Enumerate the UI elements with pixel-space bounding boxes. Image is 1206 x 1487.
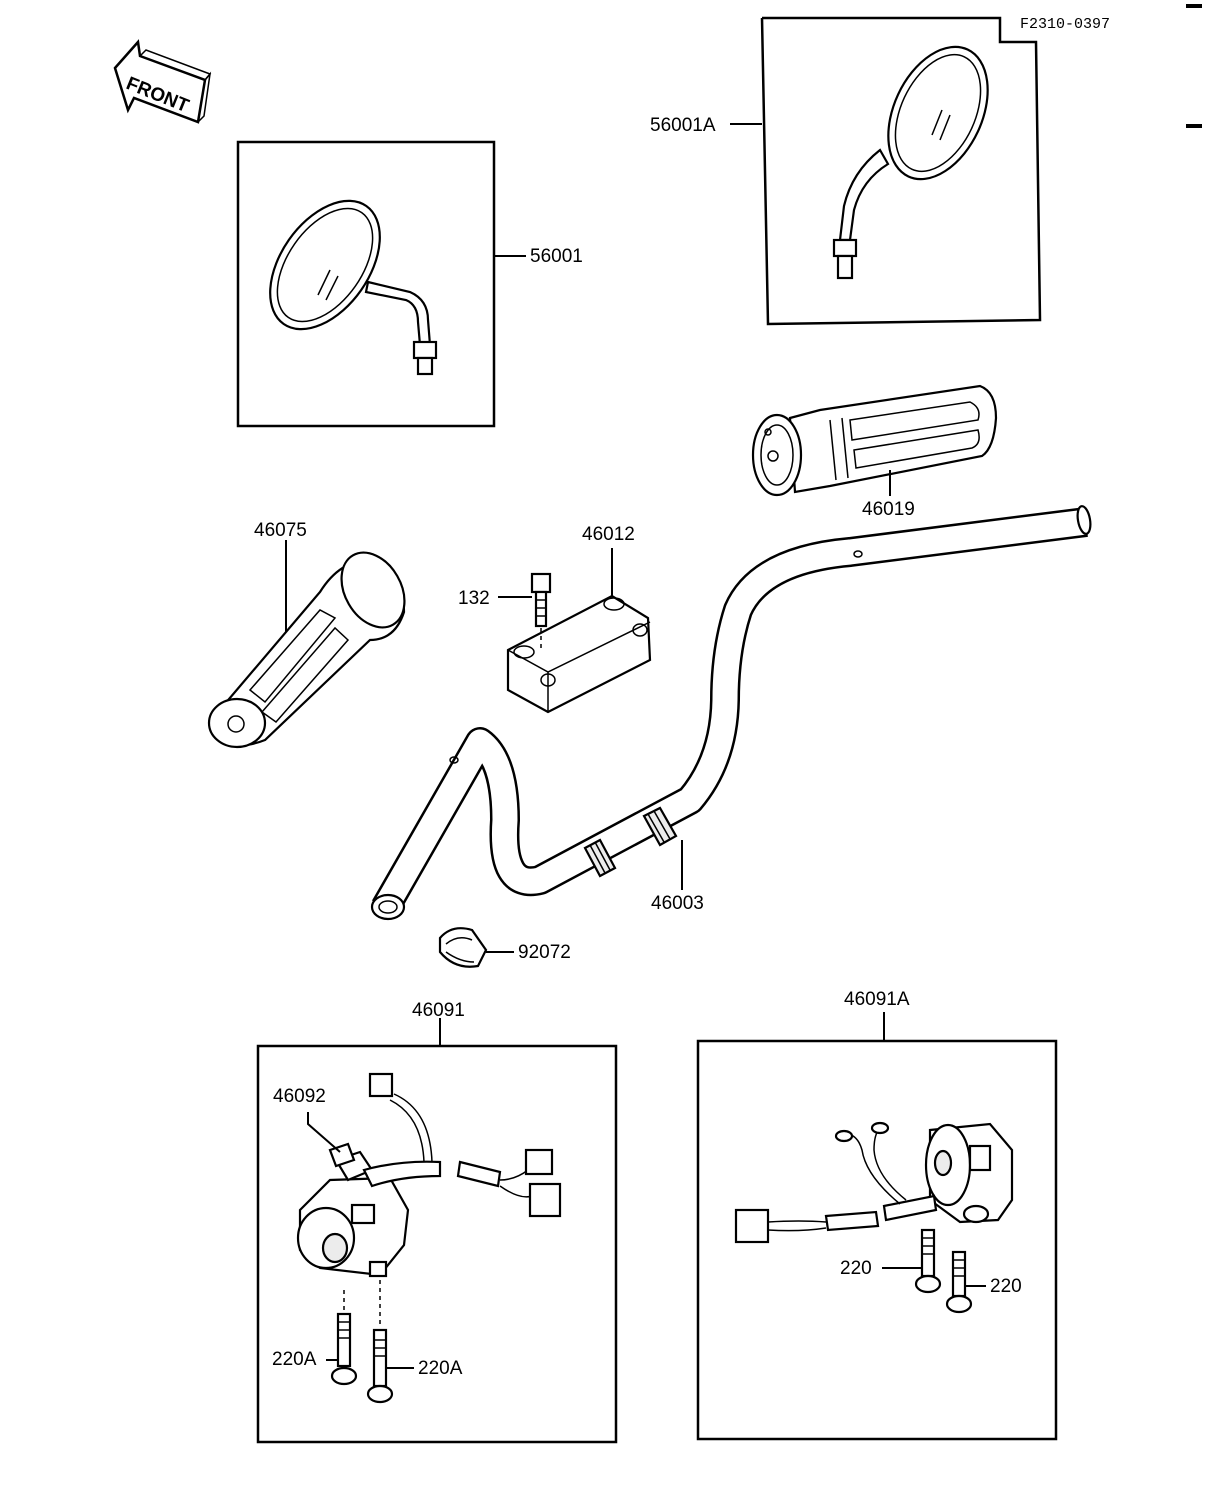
screw-left-b-icon [366, 1280, 394, 1404]
grip-left-group: 46075 [207, 520, 406, 749]
switch-right-box [696, 1039, 1058, 1441]
edge-mark-bottom [1186, 124, 1202, 128]
screw-right-b-icon [945, 1250, 973, 1314]
clamp-group: 92072 [438, 927, 571, 968]
bolt-icon [530, 572, 552, 650]
callout-56001: 56001 [530, 246, 583, 267]
callout-220A-right: 220A [418, 1358, 463, 1379]
callout-46091A: 46091A [844, 989, 910, 1010]
handlebar-group: 46003 [370, 505, 1092, 921]
callout-220A-left: 220A [272, 1349, 317, 1370]
callout-46075: 46075 [254, 520, 307, 541]
callout-46091: 46091 [412, 1000, 465, 1021]
callout-132: 132 [458, 588, 490, 609]
callout-220-left: 220 [840, 1258, 872, 1279]
drawing-code: F2310-0397 [1020, 16, 1110, 33]
mirror-left-icon [269, 199, 438, 376]
callout-220-right: 220 [990, 1276, 1022, 1297]
switch-left-box [256, 1044, 618, 1444]
callout-46092: 46092 [273, 1086, 326, 1107]
edge-mark-top [1186, 4, 1202, 8]
holder-icon [506, 594, 652, 714]
screw-left-a-icon [330, 1290, 358, 1386]
mirror-left-group: 56001 [236, 140, 583, 428]
switch-left-group: 46091 46092 [256, 1000, 618, 1444]
front-arrow-icon: FRONT [113, 39, 212, 124]
callout-92072: 92072 [518, 942, 571, 963]
callout-46012: 46012 [582, 524, 635, 545]
switch-right-icon [734, 1121, 1014, 1244]
mirror-left-box [236, 140, 496, 428]
callout-56001A: 56001A [650, 115, 716, 136]
mirror-right-group: 56001A [650, 16, 1042, 326]
holder-group: 46012 132 [458, 524, 652, 714]
screw-right-a-icon [914, 1228, 942, 1294]
grip-left-icon [207, 551, 406, 749]
handlebar-icon [370, 505, 1092, 921]
switch-left-icon [296, 1072, 562, 1278]
clamp-icon [438, 927, 488, 968]
callout-46019: 46019 [862, 499, 915, 520]
grip-right-group: 46019 [751, 384, 998, 520]
switch-right-group: 46091A 220 [696, 989, 1058, 1441]
grip-right-icon [751, 384, 998, 497]
callout-46003: 46003 [651, 893, 704, 914]
mirror-right-icon [832, 45, 989, 280]
